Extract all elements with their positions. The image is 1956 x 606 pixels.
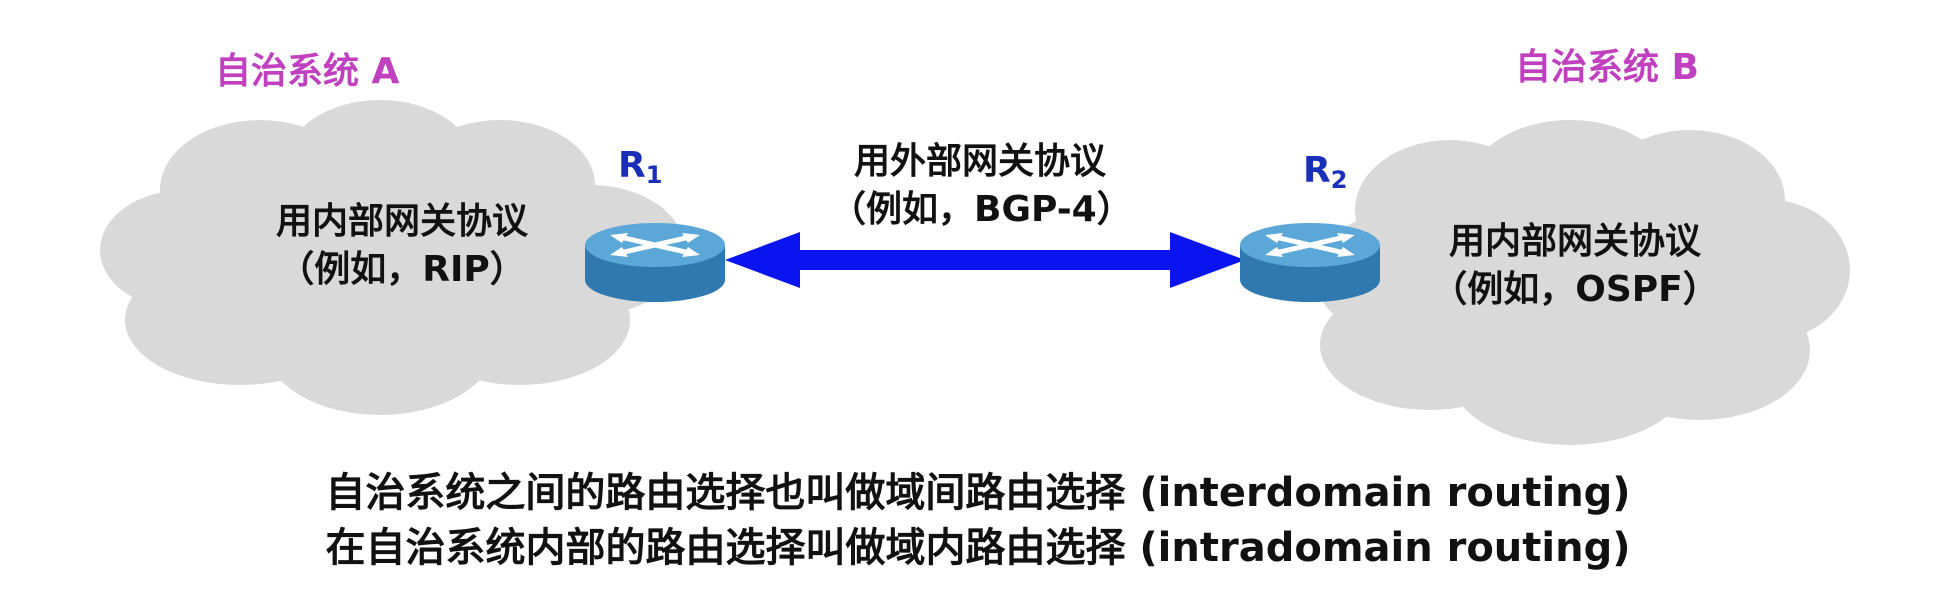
router-r2-label: R2 [1303, 150, 1348, 194]
as-a-title: 自治系统 A [215, 51, 400, 92]
as-a-protocol-line1: 用内部网关协议 [275, 201, 528, 242]
cloud-as-b [1315, 120, 1850, 445]
as-a-protocol: 用内部网关协议 （例如，RIP） [262, 198, 542, 294]
as-a-protocol-line2: （例如，RIP） [278, 249, 526, 290]
caption-interdomain: 自治系统之间的路由选择也叫做域间路由选择 (interdomain routin… [325, 470, 1631, 516]
as-b-protocol-line2: （例如，OSPF） [1431, 269, 1719, 310]
router-r1-icon [585, 223, 725, 302]
as-b-protocol-line1: 用内部网关协议 [1448, 221, 1701, 262]
bgp-link-label: 用外部网关协议 （例如，BGP-4） [830, 138, 1133, 234]
bgp-link-line1: 用外部网关协议 [853, 141, 1106, 182]
router-r1-label: R1 [618, 145, 663, 189]
bgp-link-line2: （例如，BGP-4） [830, 189, 1133, 230]
as-b-title: 自治系统 B [1515, 47, 1699, 88]
as-b-protocol: 用内部网关协议 （例如，OSPF） [1420, 218, 1730, 314]
bgp-link-arrow [725, 232, 1245, 288]
router-r2-icon [1240, 223, 1380, 302]
caption-intradomain: 在自治系统内部的路由选择叫做域内路由选择 (intradomain routin… [325, 525, 1631, 571]
